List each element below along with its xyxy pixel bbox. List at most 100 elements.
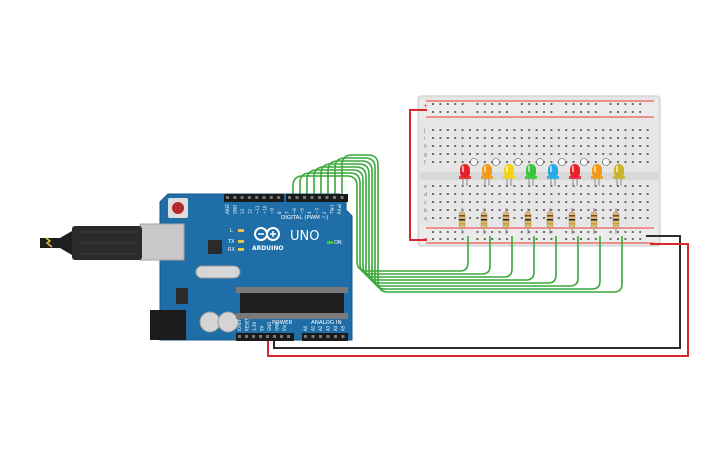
breadboard-hole — [624, 201, 627, 203]
breadboard-hole — [609, 193, 612, 195]
resistor[interactable] — [590, 208, 598, 234]
signal-wire[interactable] — [299, 172, 491, 275]
breadboard-hole — [572, 129, 575, 131]
resistor[interactable] — [480, 208, 488, 234]
breadboard-hole — [535, 209, 538, 211]
breadboard-hole — [454, 153, 457, 155]
led-status-icon — [602, 158, 610, 166]
breadboard-hole — [609, 153, 612, 155]
resistor[interactable] — [458, 208, 466, 234]
breadboard-hole — [572, 145, 575, 147]
signal-wire[interactable] — [320, 163, 557, 284]
led-shine — [550, 166, 552, 172]
voltage-regulator — [176, 288, 188, 304]
power-header[interactable] — [236, 333, 294, 341]
rail-hole — [498, 103, 501, 105]
breadboard-hole — [432, 145, 434, 147]
resistor-band — [613, 215, 619, 217]
top-power-rail — [420, 100, 658, 118]
led-base — [525, 176, 537, 179]
signal-wire[interactable] — [334, 157, 601, 290]
analog-header[interactable] — [302, 333, 348, 341]
reset-button[interactable] — [172, 202, 184, 214]
resistor[interactable] — [524, 208, 532, 234]
breadboard-hole — [491, 193, 494, 195]
signal-wire[interactable] — [292, 175, 469, 272]
header-pin — [340, 196, 344, 199]
resistor[interactable] — [502, 208, 510, 234]
rail-hole — [506, 111, 508, 113]
resistor-band — [591, 215, 597, 217]
breadboard-hole — [476, 201, 479, 203]
led[interactable] — [547, 158, 566, 187]
breadboard-hole — [617, 137, 619, 139]
breadboard-hole — [639, 153, 642, 155]
rail-hole — [483, 103, 486, 105]
digital-header-right[interactable] — [286, 194, 348, 202]
breadboard-hole — [639, 193, 642, 195]
led[interactable] — [481, 158, 500, 187]
breadboard-hole — [557, 201, 560, 203]
breadboard-hole — [520, 153, 523, 155]
header-pin — [255, 196, 259, 199]
signal-wire[interactable] — [327, 160, 579, 287]
signal-wire[interactable] — [341, 154, 623, 293]
breadboard-hole — [550, 129, 553, 131]
breadboard-hole — [454, 145, 457, 147]
on-label: ON — [334, 240, 342, 246]
led[interactable] — [591, 158, 610, 187]
breadboard-hole — [609, 201, 612, 203]
led[interactable] — [459, 158, 478, 187]
breadboard-hole — [565, 193, 568, 195]
breadboard-hole — [439, 201, 442, 203]
signal-wire[interactable] — [306, 169, 513, 278]
breadboard-hole — [520, 209, 523, 211]
breadboard-hole — [454, 201, 457, 203]
rail-hole — [446, 103, 449, 105]
resistor[interactable] — [612, 208, 620, 234]
usb-cable[interactable] — [40, 226, 142, 260]
breadboard-hole — [572, 161, 575, 163]
led[interactable] — [503, 158, 522, 187]
led[interactable] — [569, 158, 588, 187]
bottom-power-rail — [420, 226, 658, 244]
breadboard-hole — [446, 209, 449, 211]
rail-hole — [639, 238, 642, 240]
breadboard-hole — [646, 201, 649, 203]
breadboard-hole — [646, 161, 649, 163]
rail-hole — [461, 111, 464, 113]
led-tx-indicator — [238, 240, 244, 243]
led-base — [459, 176, 471, 179]
breadboard-hole — [543, 209, 545, 211]
led-base — [613, 176, 625, 179]
rail-hole — [439, 231, 442, 233]
rail-hole — [535, 111, 538, 113]
rail-hole — [624, 231, 627, 233]
power-wire[interactable] — [267, 109, 689, 357]
center-channel — [420, 172, 658, 180]
breadboard-hole — [550, 201, 553, 203]
ground-wire[interactable] — [273, 235, 681, 349]
breadboard-hole — [631, 201, 634, 203]
breadboard-hole — [528, 193, 531, 195]
capacitor-2 — [217, 311, 239, 333]
resistor[interactable] — [546, 208, 554, 234]
resistor[interactable] — [568, 208, 576, 234]
breadboard-hole — [609, 209, 612, 211]
signal-wire[interactable] — [313, 166, 535, 281]
breadboard-hole — [631, 209, 634, 211]
breadboard-hole — [580, 145, 582, 147]
digital-header-left[interactable] — [224, 194, 284, 202]
rail-hole — [535, 103, 538, 105]
led[interactable] — [613, 164, 625, 186]
breadboard-hole — [557, 193, 560, 195]
breadboard-hole — [602, 137, 605, 139]
breadboard-hole — [476, 129, 479, 131]
led[interactable] — [525, 158, 544, 187]
breadboard-hole — [646, 209, 649, 211]
breadboard-hole — [483, 153, 486, 155]
